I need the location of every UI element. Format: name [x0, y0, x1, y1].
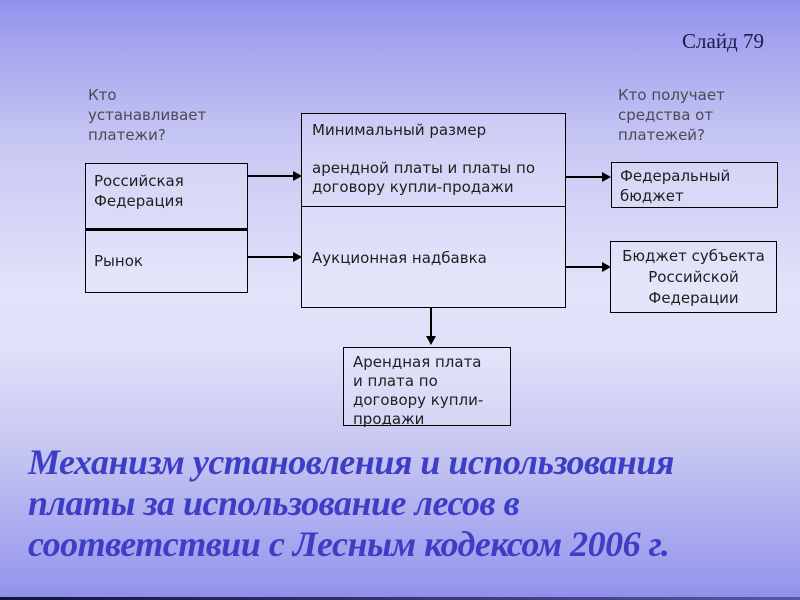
- arrow-market-to-auction: [247, 256, 295, 258]
- auction-premium-section: Аукционная надбавка: [312, 248, 487, 267]
- arrowhead-down-icon: [426, 336, 436, 345]
- payers-box-group: Российская Федерация Рынок: [85, 163, 248, 293]
- arrow-rf-to-minimal-rent: [247, 175, 295, 177]
- who-receives-funds-label: Кто получает средства от платежей?: [618, 86, 725, 144]
- subject-budget-box: Бюджет субъекта Российской Федерации: [610, 241, 777, 313]
- slide-number: Слайд 79: [682, 29, 764, 53]
- payer-box-russian-federation: Российская Федерация: [86, 164, 247, 231]
- slide-title: Механизм установления и использования пл…: [28, 442, 674, 564]
- arrow-to-rent-payment: [430, 308, 432, 338]
- arrowhead-right-icon: [293, 171, 302, 181]
- payer-box-market: Рынок: [94, 251, 143, 270]
- minimal-rent-section: Минимальный размер арендной платы и плат…: [302, 114, 565, 207]
- left-gradient-bar: [0, 0, 15, 600]
- arrow-to-federal-budget: [566, 176, 604, 178]
- arrowhead-right-icon: [293, 252, 302, 262]
- rent-payment-result-box: Арендная плата и плата по договору купли…: [343, 347, 511, 428]
- payment-size-box: Минимальный размер арендной платы и плат…: [301, 113, 566, 308]
- who-sets-payments-label: Кто устанавливает платежи?: [88, 86, 207, 144]
- arrowhead-right-icon: [602, 262, 611, 272]
- arrowhead-right-icon: [602, 172, 611, 182]
- arrow-to-subject-budget: [566, 266, 604, 268]
- federal-budget-box: Федеральный бюджет: [611, 162, 778, 208]
- bottom-edge-line: [0, 597, 800, 600]
